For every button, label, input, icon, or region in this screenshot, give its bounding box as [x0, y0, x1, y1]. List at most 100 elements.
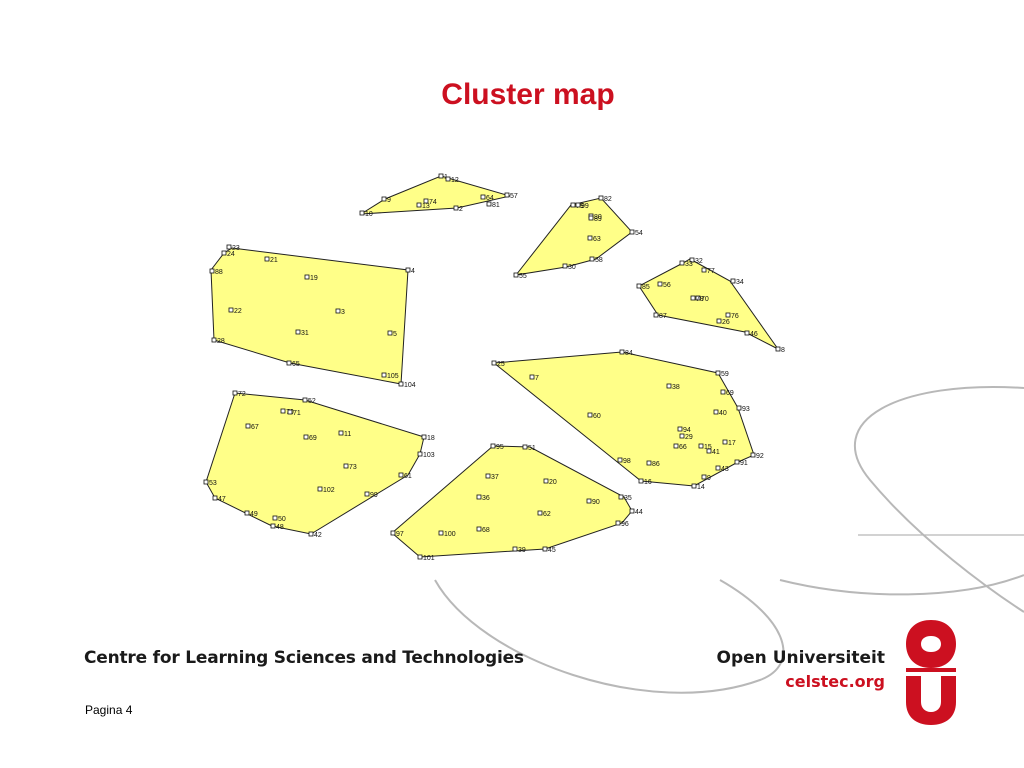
point-label: 63: [593, 236, 601, 243]
point-marker: [570, 202, 576, 208]
point-label: 89: [594, 216, 602, 223]
point-marker: [245, 423, 251, 429]
cluster-hull-6: [205, 392, 425, 535]
point-label: 94: [683, 427, 691, 434]
point-label: 40: [719, 410, 727, 417]
point-label: 98: [623, 458, 631, 465]
point-label: 68: [482, 527, 490, 534]
point-label: 86: [652, 461, 660, 468]
point-marker: [679, 260, 685, 266]
point-label: 69: [726, 390, 734, 397]
point-label: 85: [642, 284, 650, 291]
point-label: 36: [482, 495, 490, 502]
point-marker: [304, 274, 310, 280]
point-marker: [722, 439, 728, 445]
point-marker: [381, 372, 387, 378]
point-marker: [317, 486, 323, 492]
point-marker: [286, 360, 292, 366]
point-label: 15: [704, 444, 712, 451]
point-marker: [701, 474, 707, 480]
point-label: 59: [721, 371, 729, 378]
org-name: Open Universiteit: [716, 648, 885, 668]
point-marker: [335, 308, 341, 314]
point-marker: [423, 198, 429, 204]
point-marker: [387, 330, 393, 336]
open-universiteit-logo: [906, 620, 956, 725]
point-marker: [416, 202, 422, 208]
point-marker: [677, 426, 683, 432]
point-label: 97: [396, 531, 404, 538]
point-marker: [490, 443, 496, 449]
point-label: 99: [370, 492, 378, 499]
point-marker: [405, 267, 411, 273]
point-label: 9: [387, 197, 391, 204]
point-label: 7: [535, 375, 539, 382]
point-label: 17: [728, 440, 736, 447]
point-label: 23: [232, 245, 240, 252]
point-label: 80: [594, 214, 602, 221]
point-marker: [485, 473, 491, 479]
point-marker: [513, 272, 519, 278]
point-marker: [421, 434, 427, 440]
point-marker: [295, 329, 301, 335]
point-label: 21: [270, 257, 278, 264]
point-marker: [232, 390, 238, 396]
point-marker: [244, 510, 250, 516]
point-label: 77: [707, 268, 715, 275]
point-marker: [203, 479, 209, 485]
point-marker: [775, 346, 781, 352]
point-label: 102: [323, 487, 335, 494]
point-label: 38: [672, 384, 680, 391]
point-label: 19: [310, 275, 318, 282]
point-marker: [618, 494, 624, 500]
decorative-swooshes: [434, 386, 1024, 694]
point-marker: [512, 546, 518, 552]
point-label: 10: [365, 211, 373, 218]
point-label: 34: [736, 279, 744, 286]
point-marker: [689, 257, 695, 263]
point-marker: [629, 229, 635, 235]
point-label: 33: [685, 261, 693, 268]
point-label: 31: [301, 330, 309, 337]
point-label: 48: [276, 524, 284, 531]
cluster-hull-3: [210, 247, 409, 385]
point-marker: [364, 491, 370, 497]
point-marker: [586, 498, 592, 504]
point-label: 65: [292, 361, 300, 368]
point-marker: [629, 508, 635, 514]
point-label: 104: [404, 382, 416, 389]
point-label: 13: [422, 203, 430, 210]
point-marker: [636, 283, 642, 289]
cluster-hulls: [205, 175, 779, 558]
point-marker: [701, 267, 707, 273]
point-label: 28: [217, 338, 225, 345]
point-label: 16: [644, 479, 652, 486]
point-label: 64: [486, 195, 494, 202]
point-label: 20: [549, 479, 557, 486]
point-label: 57: [510, 193, 518, 200]
point-marker: [343, 463, 349, 469]
point-marker: [716, 318, 722, 324]
point-label: 39: [518, 547, 526, 554]
point-label: 25: [497, 361, 505, 368]
point-marker: [690, 295, 696, 301]
cluster-hull-1: [360, 175, 511, 215]
point-label: 12: [451, 177, 459, 184]
point-marker: [691, 483, 697, 489]
point-label: 45: [548, 547, 556, 554]
point-marker: [730, 278, 736, 284]
point-marker: [453, 205, 459, 211]
point-label: 70: [701, 296, 709, 303]
point-label: 60: [593, 413, 601, 420]
point-label: 42: [314, 532, 322, 539]
point-marker: [529, 374, 535, 380]
point-marker: [390, 530, 396, 536]
page-number: Pagina 4: [85, 703, 133, 717]
point-marker: [287, 409, 293, 415]
point-label: 43: [721, 466, 729, 473]
point-marker: [750, 452, 756, 458]
point-marker: [398, 381, 404, 387]
point-marker: [706, 448, 712, 454]
point-label: 35: [624, 495, 632, 502]
